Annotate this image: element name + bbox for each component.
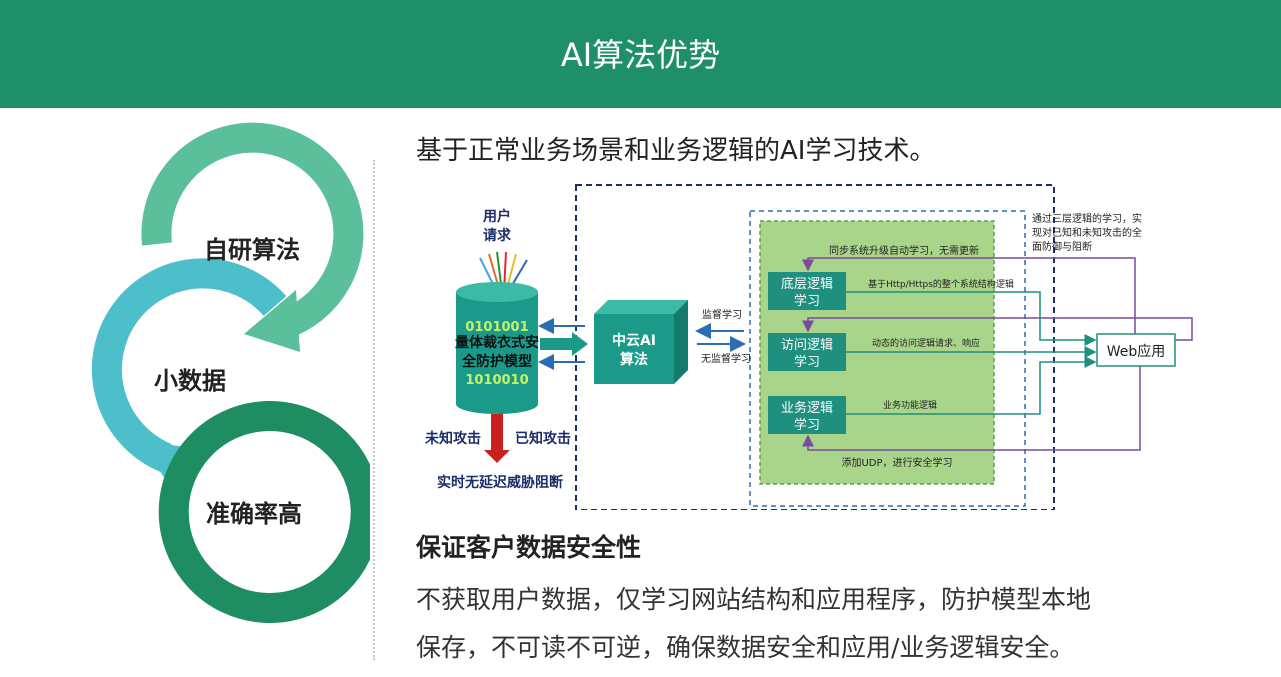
ai-learning-diagram: 用户 请求 0101001 量体裁衣式安 全防护模型 1010010 未知攻击 …: [425, 184, 1193, 510]
ai-engine-cube-top: [594, 300, 688, 314]
realtime-block-label: 实时无延迟威胁阻断: [437, 474, 563, 491]
layer-base-label-2: 学习: [794, 293, 820, 309]
cylinder-label-2: 全防护模型: [461, 353, 532, 370]
sync-text: 同步系统升级自动学习，无需更新: [829, 244, 979, 257]
advantage-label-3: 准确率高: [206, 500, 302, 528]
layer-access-label-2: 学习: [794, 354, 820, 370]
web-app-label: Web应用: [1107, 343, 1166, 360]
note-line-3: 面防御与阻断: [1032, 240, 1092, 253]
note-line-1: 通过三层逻辑的学习，实: [1032, 212, 1142, 225]
layer-access-label-1: 访问逻辑: [781, 338, 833, 353]
layer-box-access: [768, 333, 846, 371]
security-heading: 保证客户数据安全性: [416, 533, 642, 562]
business-text: 业务功能逻辑: [883, 399, 937, 411]
page-title: AI算法优势: [560, 36, 721, 74]
thick-arrow: [540, 332, 588, 356]
divider-line: [373, 160, 375, 660]
user-request-label-1: 用户: [483, 208, 511, 225]
note-line-2: 现对已知和未知攻击的全: [1032, 226, 1142, 239]
subtitle: 基于正常业务场景和业务逻辑的AI学习技术。: [416, 136, 936, 166]
advantage-label-1: 自研算法: [204, 236, 300, 264]
unsupervised-label: 无监督学习: [701, 352, 751, 365]
ring-top-arrowhead: [244, 290, 300, 352]
layer-box-base: [768, 272, 846, 310]
cylinder-label-1: 量体裁衣式安: [455, 334, 539, 351]
ai-engine-cube-front: [594, 314, 674, 384]
http-text: 基于Http/Https的整个系统结构逻辑: [868, 278, 1014, 290]
cylinder-code-bottom: 1010010: [465, 373, 528, 388]
layer-box-business: [768, 396, 846, 434]
ai-engine-label-2: 算法: [620, 351, 648, 368]
layer-base-label-1: 底层逻辑: [781, 276, 833, 292]
ring-top: [141, 122, 364, 336]
security-text-line-2: 保存，不可读不可逆，确保数据安全和应用/业务逻辑安全。: [416, 633, 1075, 662]
cylinder-code-top: 0101001: [465, 320, 528, 335]
dynamic-text: 动态的访问逻辑请求、响应: [872, 337, 980, 349]
supervised-label: 监督学习: [702, 308, 742, 321]
web-app-box: [1096, 333, 1176, 367]
model-cylinder-bottom: [456, 394, 538, 414]
ai-engine-cube-side: [674, 300, 688, 384]
layer-business-label-1: 业务逻辑: [781, 400, 833, 416]
advantage-rings: 自研算法 小数据 准确率高: [91, 122, 370, 623]
unknown-attack-label: 未知攻击: [425, 430, 481, 447]
model-cylinder-top: [456, 282, 538, 302]
user-request-label-2: 请求: [483, 227, 512, 244]
layer-business-label-2: 学习: [794, 417, 820, 433]
ring-middle: [91, 258, 287, 472]
ai-engine-label-1: 中云AI: [612, 332, 656, 349]
advantage-label-2: 小数据: [154, 367, 226, 395]
header-bar: AI算法优势: [0, 0, 1281, 108]
inner-dashed-frame: [749, 210, 1026, 507]
security-text-line-1: 不获取用户数据，仅学习网站结构和应用程序，防护模型本地: [416, 585, 1092, 614]
udp-text: 添加UDP，进行安全学习: [841, 456, 952, 469]
known-attack-label: 已知攻击: [515, 430, 571, 447]
model-cylinder-body: [456, 292, 538, 404]
ring-bottom: [158, 401, 370, 623]
